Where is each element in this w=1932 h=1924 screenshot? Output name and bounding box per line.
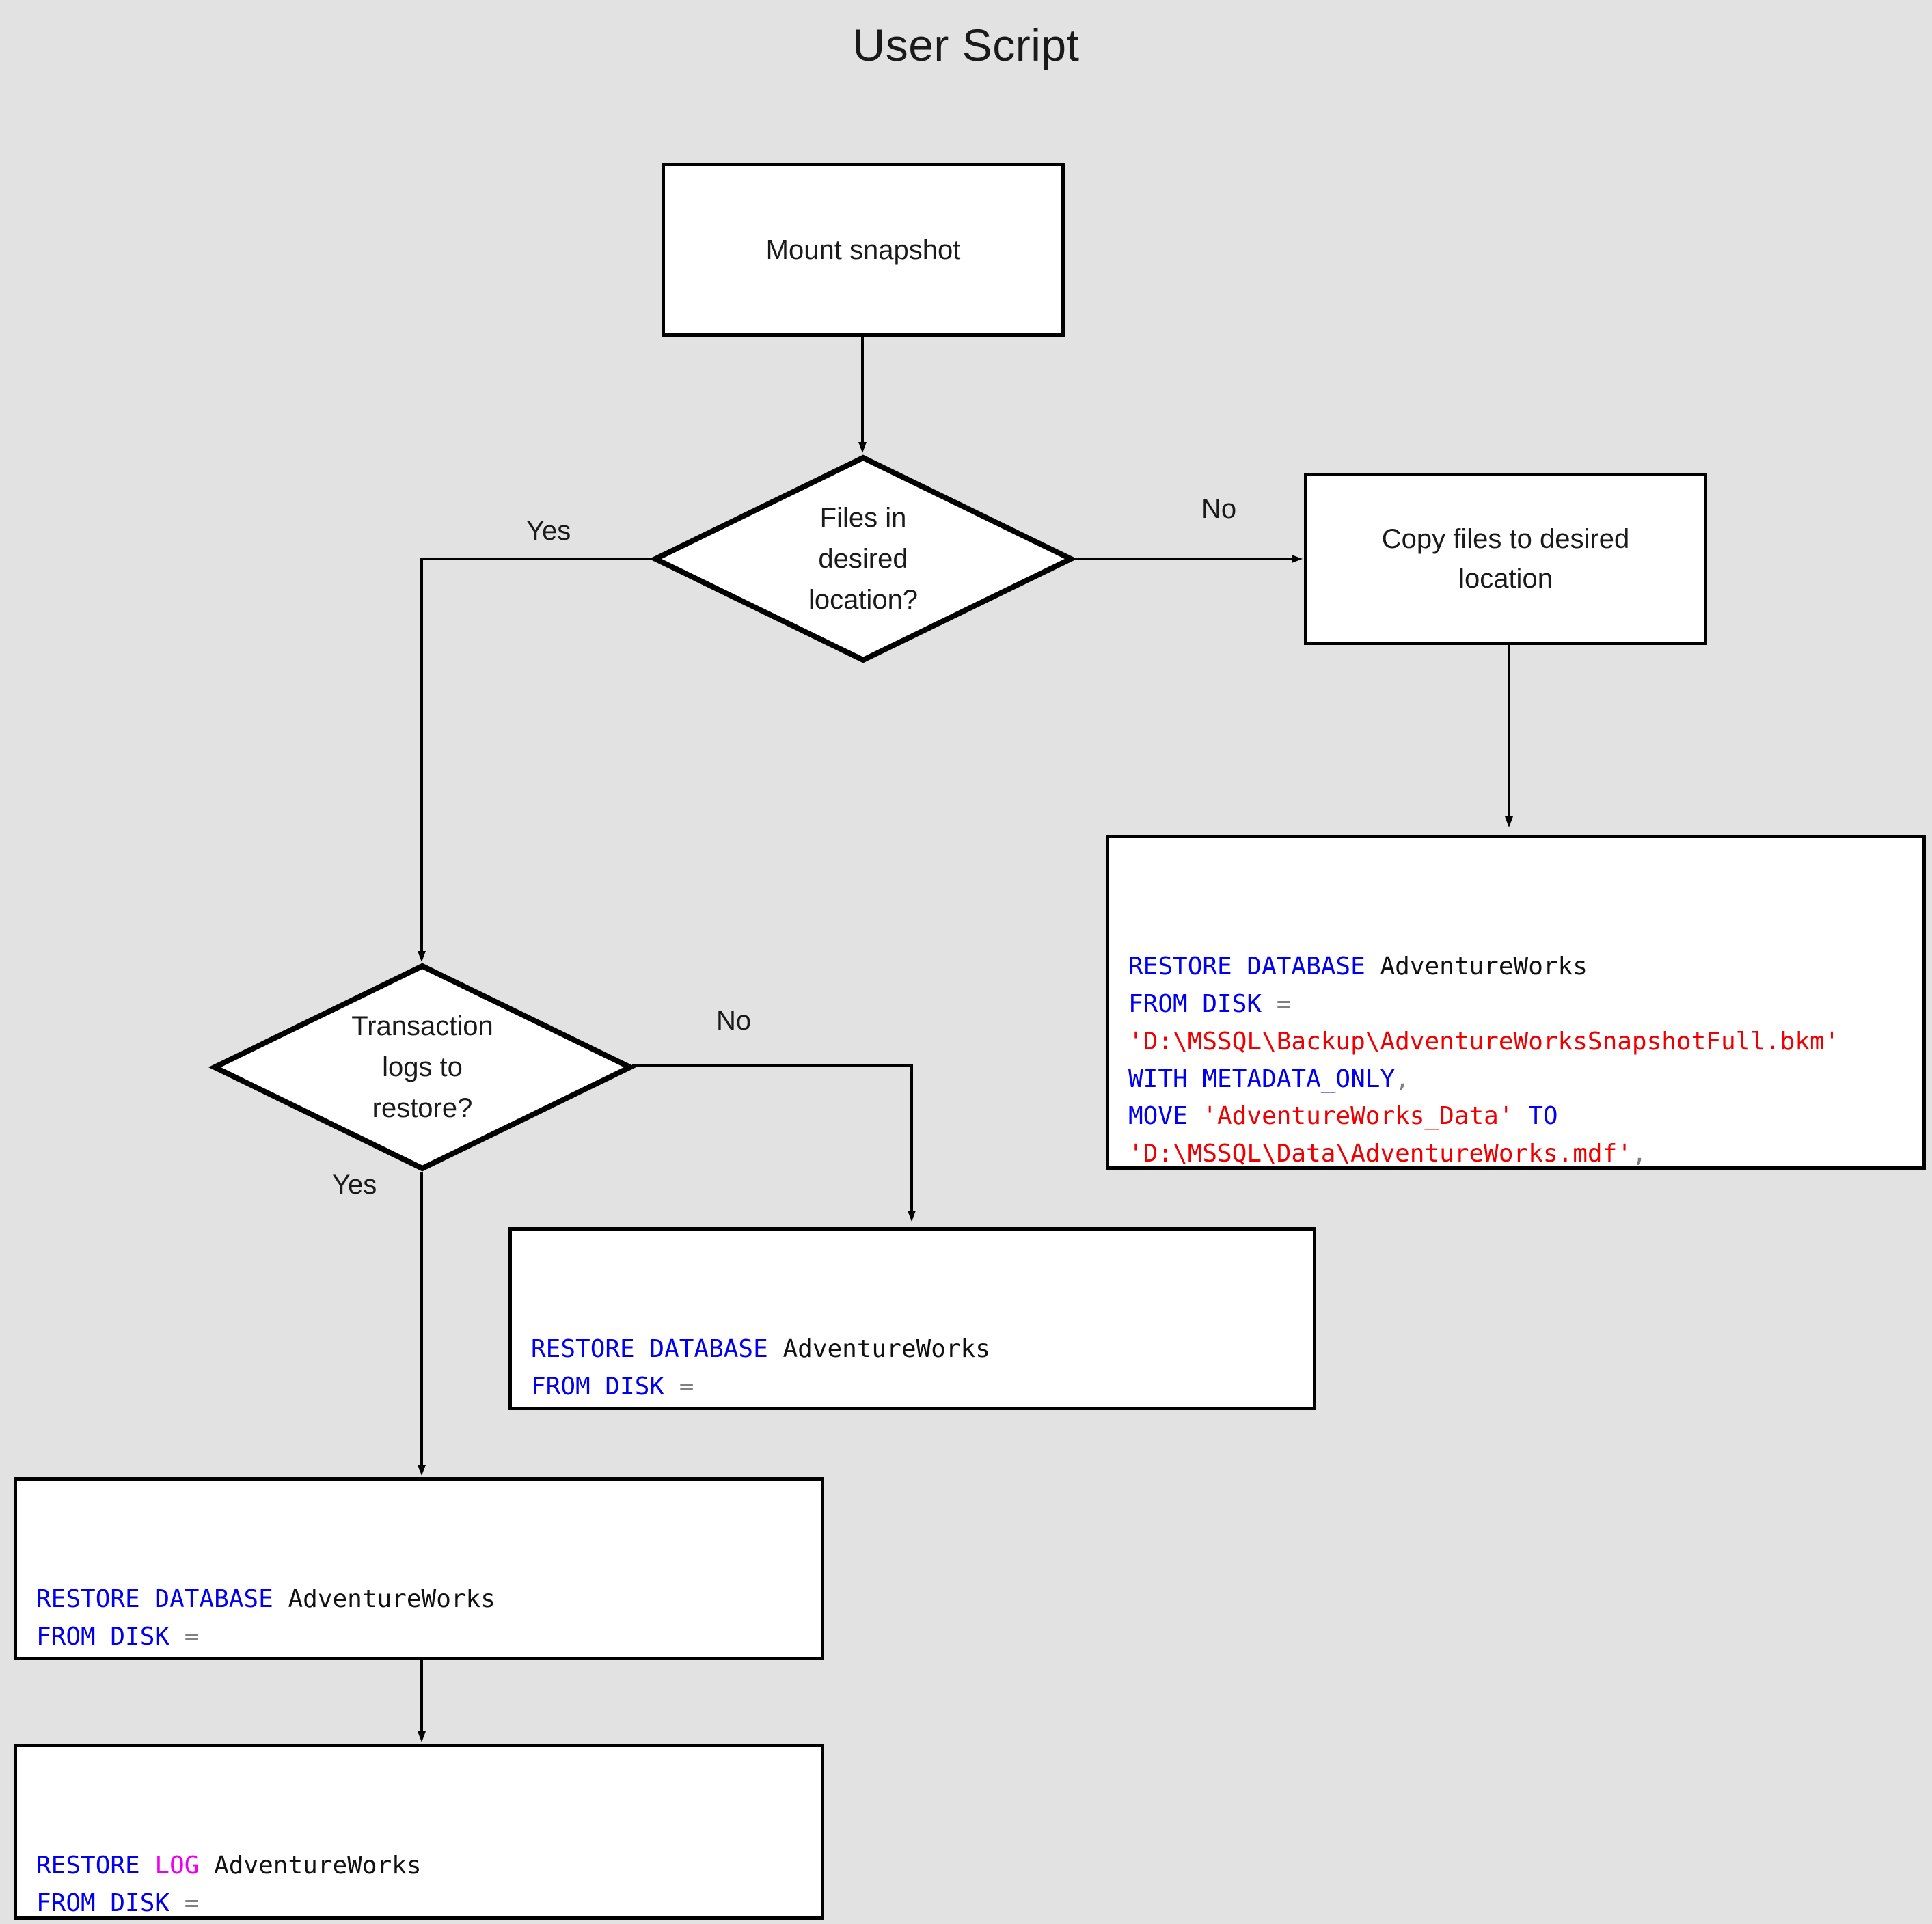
- node-mount-snapshot[interactable]: Mount snapshot: [662, 163, 1065, 337]
- code-block-restore-norecovery: RESTORE DATABASE AdventureWorks FROM DIS…: [14, 1477, 824, 1660]
- edge-label-files-yes: Yes: [526, 516, 571, 546]
- code-block-restore-with-move: RESTORE DATABASE AdventureWorks FROM DIS…: [1106, 835, 1926, 1170]
- code-lines: RESTORE DATABASE AdventureWorks FROM DIS…: [36, 1585, 495, 1651]
- code-block-restore-log: RESTORE LOG AdventureWorks FROM DISK = '…: [14, 1744, 824, 1920]
- edge-logs-no-to-metadata: [632, 1064, 916, 1222]
- node-transaction-logs-to-restore[interactable]: Transaction logs to restore?: [208, 963, 637, 1172]
- node-copy-files-label-1: Copy files to desired: [1381, 524, 1630, 554]
- node-copy-files-label-2: location: [1458, 564, 1553, 594]
- edge-label-files-no: No: [1201, 494, 1237, 524]
- edge-label-logs-yes: Yes: [332, 1170, 377, 1200]
- node-copy-files[interactable]: Copy files to desired location: [1304, 473, 1707, 645]
- diamond-shape: [208, 963, 637, 1172]
- edge-label-logs-no: No: [716, 1006, 752, 1036]
- page-title: User Script: [852, 20, 1080, 70]
- code-lines: RESTORE DATABASE AdventureWorks FROM DIS…: [531, 1335, 990, 1401]
- code-lines: RESTORE DATABASE AdventureWorks FROM DIS…: [1128, 952, 1840, 1168]
- code-block-restore-metadata-only: RESTORE DATABASE AdventureWorks FROM DIS…: [508, 1227, 1316, 1410]
- code-lines: RESTORE LOG AdventureWorks FROM DISK = '…: [36, 1852, 422, 1918]
- edge-files-yes-to-logs: [418, 558, 653, 962]
- node-files-in-desired-location[interactable]: Files in desired location?: [649, 454, 1078, 663]
- diamond-shape: [649, 454, 1078, 663]
- node-mount-snapshot-label: Mount snapshot: [765, 234, 961, 265]
